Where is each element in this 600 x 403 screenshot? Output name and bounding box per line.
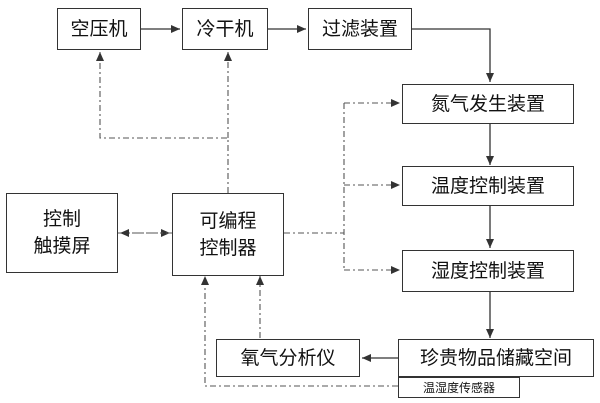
air-compressor-label: 空压机 [70, 17, 128, 40]
temperature-control-label: 温度控制装置 [430, 174, 545, 197]
temp-humidity-sensor-box: 温湿度传感器 [398, 377, 520, 398]
control-to-compressor [96, 52, 229, 193]
humidity-control-label: 湿度控制装置 [430, 259, 545, 282]
plc-line1: 可编程 [199, 209, 257, 232]
control-touchscreen-line2: 触摸屏 [33, 235, 91, 257]
control-touchscreen-line1: 控制 [42, 208, 81, 230]
control-touchscreen-box: 控制 触摸屏 [6, 193, 118, 273]
sensor-to-plc [201, 276, 398, 387]
arrow-filter-to-nitrogen [412, 28, 494, 82]
temp-humidity-sensor-label: 温湿度传感器 [422, 380, 495, 395]
process-flow-lines [141, 25, 494, 362]
cold-dryer-label: 冷干机 [196, 17, 254, 40]
control-signal-lines [96, 52, 400, 387]
filter-box: 过滤装置 [308, 8, 412, 50]
storage-space-box: 珍贵物品储藏空间 [398, 339, 594, 377]
humidity-control-box: 湿度控制装置 [402, 250, 574, 292]
plc-box: 可编程 控制器 [172, 193, 284, 276]
storage-space-label: 珍贵物品储藏空间 [419, 346, 572, 369]
oxygen-analyzer-box: 氧气分析仪 [216, 339, 360, 377]
temperature-control-box: 温度控制装置 [402, 166, 574, 206]
nitrogen-generator-box: 氮气发生装置 [402, 84, 574, 124]
oxygen-analyzer-label: 氧气分析仪 [240, 346, 336, 369]
filter-label: 过滤装置 [321, 17, 398, 40]
plc-line2: 控制器 [199, 236, 257, 259]
cold-dryer-box: 冷干机 [182, 8, 268, 50]
air-compressor-box: 空压机 [57, 8, 141, 50]
nitrogen-generator-label: 氮气发生装置 [430, 92, 545, 115]
